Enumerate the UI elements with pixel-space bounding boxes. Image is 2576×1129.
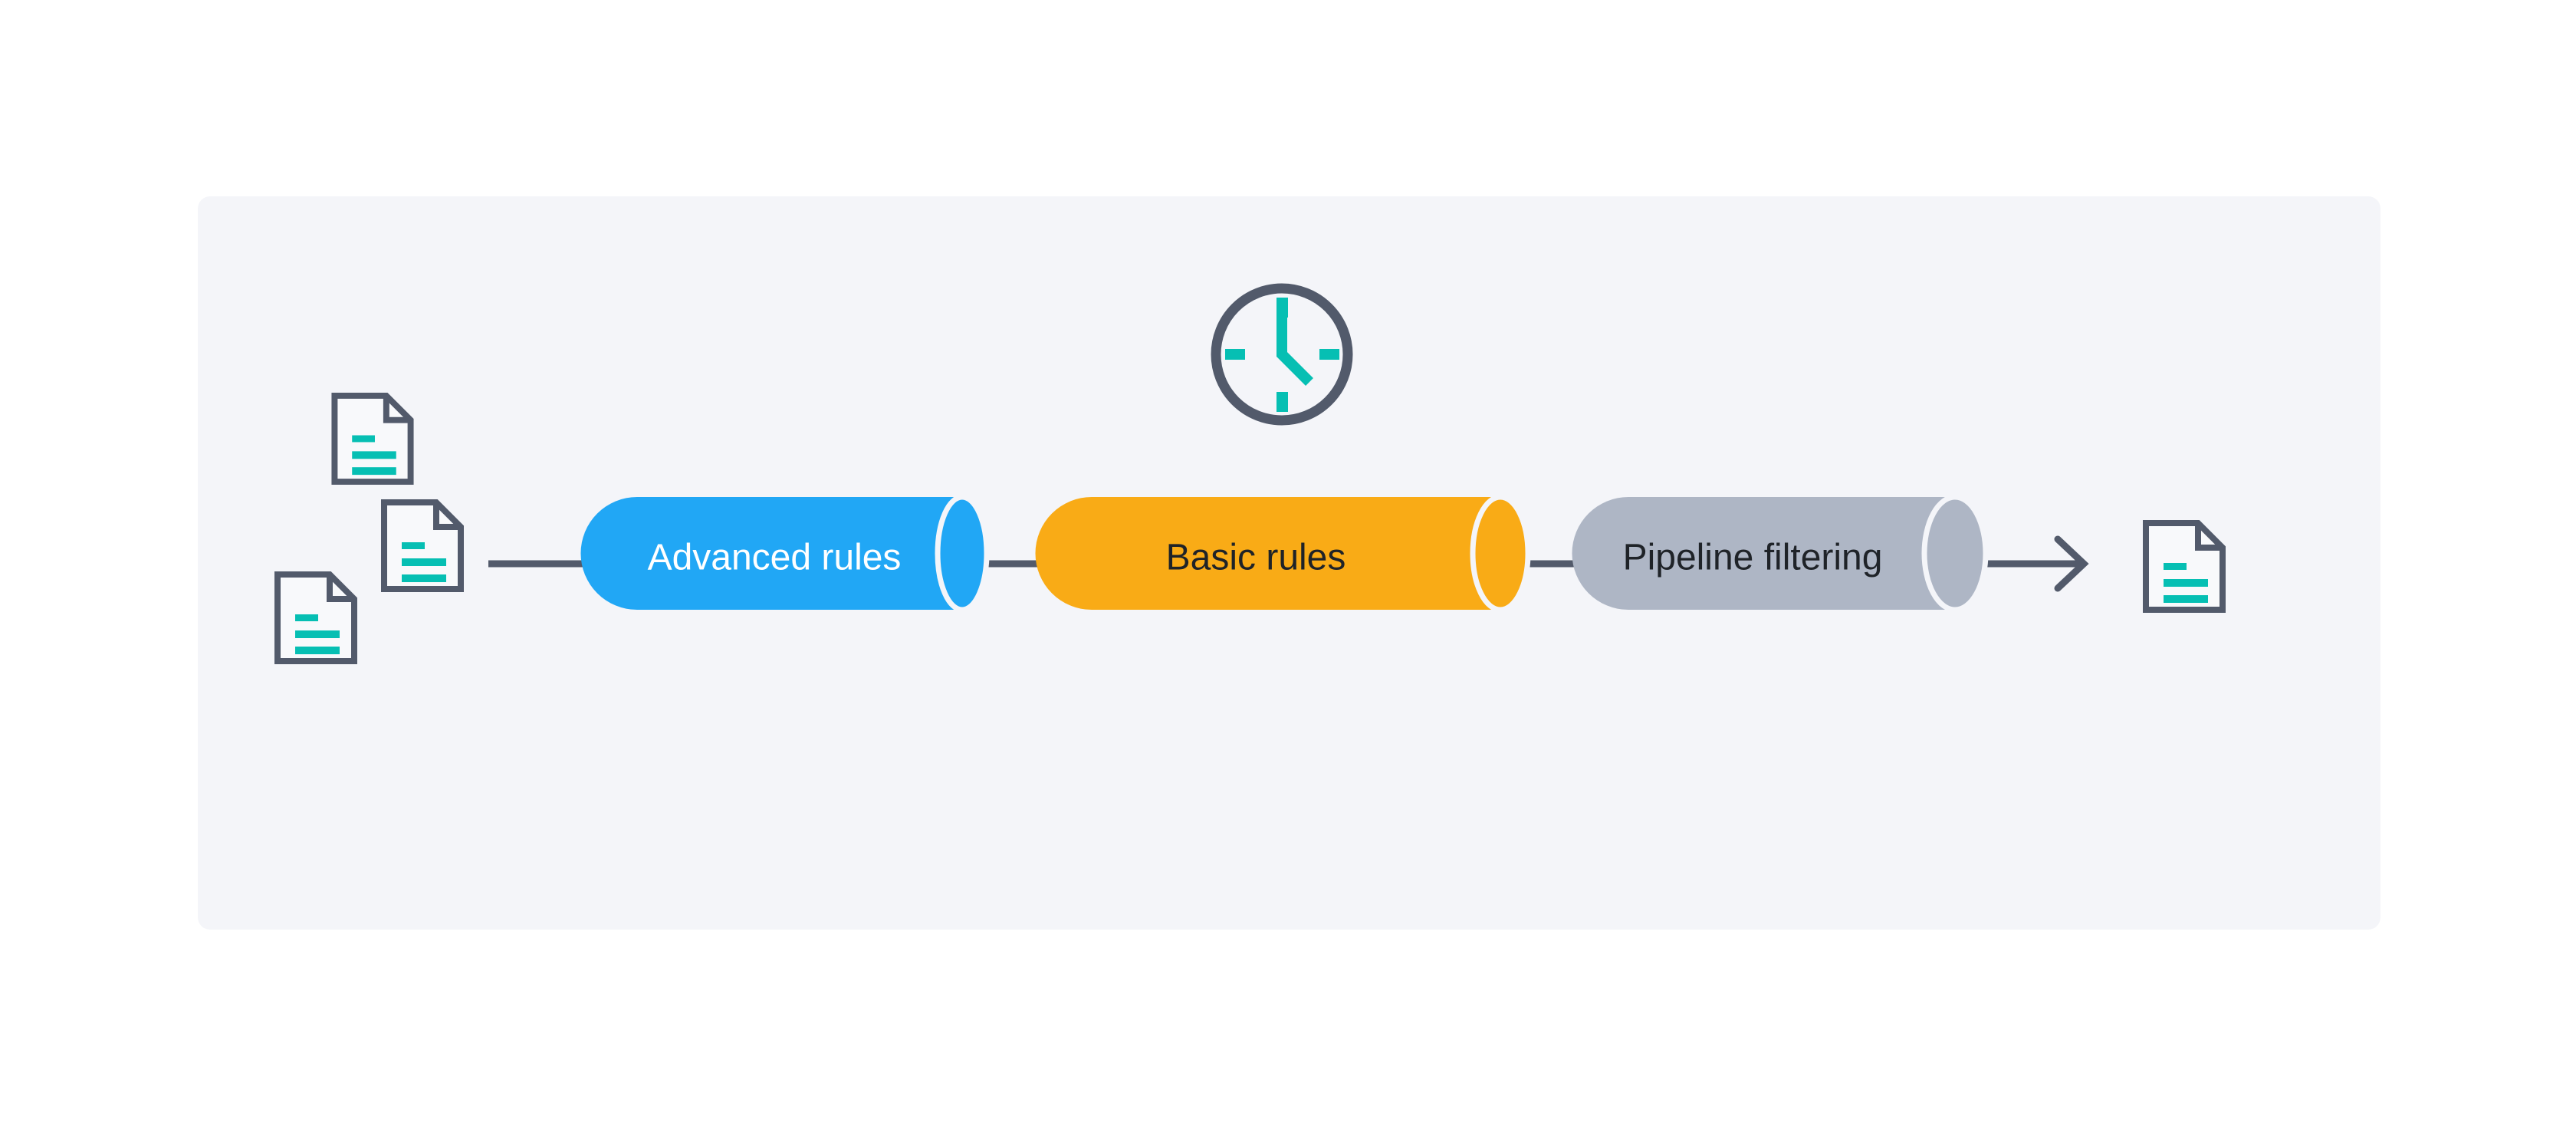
stage-advanced-rules[interactable]: Advanced rules xyxy=(580,494,990,613)
clock-icon xyxy=(1211,283,1353,426)
stage-pipeline-filtering[interactable]: Pipeline filtering xyxy=(1572,494,1989,613)
clock-tick-3 xyxy=(1319,349,1339,360)
clock-tick-6 xyxy=(1276,392,1288,412)
input-document-2 xyxy=(384,502,461,589)
stage-label-basic-rules: Basic rules xyxy=(1166,538,1346,578)
cylinder-body-filtering xyxy=(1572,497,1955,610)
cylinder-body-advanced xyxy=(580,497,962,610)
clock-hands xyxy=(1276,312,1313,386)
stage-basic-rules[interactable]: Basic rules xyxy=(1035,494,1531,613)
stage-label-advanced-rules: Advanced rules xyxy=(648,538,902,578)
cylinder-cap-advanced xyxy=(935,494,990,613)
stage-label-pipeline-filtering: Pipeline filtering xyxy=(1623,538,1883,578)
clock-tick-9 xyxy=(1225,349,1245,360)
input-document-3 xyxy=(278,574,354,661)
output-document xyxy=(2146,523,2223,610)
pipeline-connectors xyxy=(488,535,2089,592)
cylinder-cap-basic xyxy=(1470,494,1531,613)
arrowhead-icon xyxy=(2054,535,2089,592)
input-document-1 xyxy=(334,396,410,482)
cylinder-cap-filtering xyxy=(1921,494,1989,613)
connector-filtering-to-output xyxy=(1978,535,2089,592)
cylinder-body-basic xyxy=(1035,497,1500,610)
